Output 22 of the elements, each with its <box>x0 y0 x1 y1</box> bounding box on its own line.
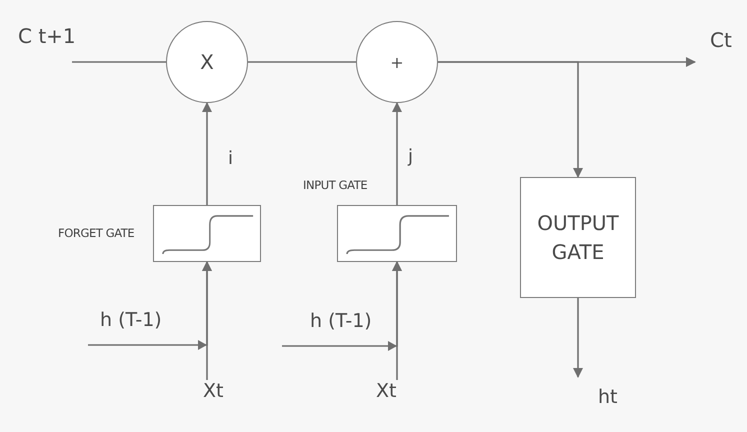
input-label: Xt <box>203 380 231 404</box>
sigmoid-gate-box <box>153 205 261 262</box>
operation-circle: + <box>356 21 438 103</box>
input-label: Xt <box>376 380 404 404</box>
gate-box: OUTPUT GATE <box>520 177 636 298</box>
edge-label: C t+1 <box>18 24 76 48</box>
arrow <box>88 261 212 350</box>
gate-label: INPUT GATE <box>303 178 368 192</box>
edge-label: h (T-1) <box>100 309 162 332</box>
edge-label: h (T-1) <box>310 310 372 333</box>
sigmoid-gate-box <box>337 205 457 262</box>
edge-label: ht <box>598 386 618 409</box>
arrow <box>392 102 402 205</box>
edge-label: i <box>228 148 234 170</box>
arrow <box>282 261 402 351</box>
edge-label: j <box>408 146 414 168</box>
edge-label: Ct <box>710 28 732 52</box>
gate-label: FORGET GATE <box>58 226 134 240</box>
arrow <box>573 298 583 378</box>
operation-circle: X <box>166 21 248 103</box>
arrow <box>202 102 212 205</box>
arrow <box>438 61 583 178</box>
